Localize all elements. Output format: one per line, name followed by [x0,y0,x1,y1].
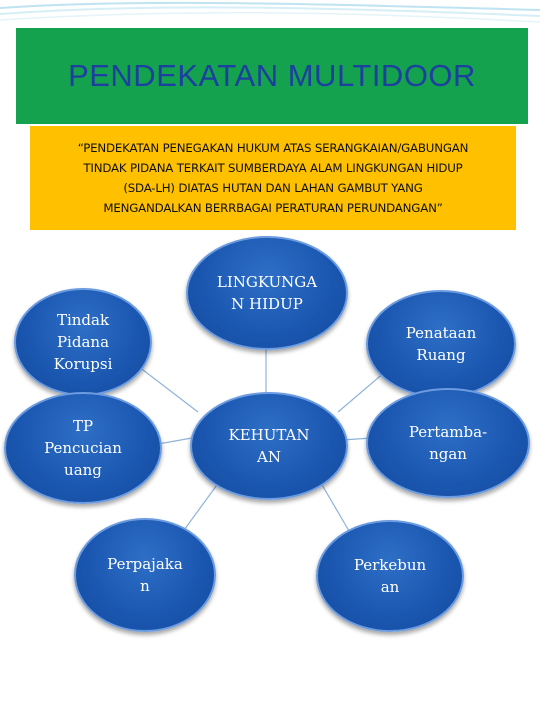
definition-text: “PENDEKATAN PENEGAKAN HUKUM ATAS SERANGK… [33,138,513,218]
node-kehutanan: KEHUTAN AN [190,392,348,500]
node-label: Pertamba- [408,423,488,441]
node-pertambangan: Pertamba- ngan [366,388,530,498]
connector-kehutanan-perkebunan [317,477,353,537]
node-label: TP [72,417,94,435]
node-label: N HIDUP [231,295,303,313]
node-penataan-ruang: Penataan Ruang [366,290,516,398]
node-perpajakan: Perpajaka n [74,518,216,632]
node-label: Penataan [405,324,477,342]
node-label: Perpajaka [107,555,183,573]
decorative-swoosh [0,1,540,23]
node-label: Pencucian [44,439,122,457]
node-label: an [380,578,400,596]
node-label: Perkebun [353,556,427,574]
node-label: ngan [429,445,467,463]
page-title: PENDEKATAN MULTIDOOR [68,58,476,93]
definition-line: “PENDEKATAN PENEGAKAN HUKUM ATAS SERANGK… [77,141,469,155]
definition-box: “PENDEKATAN PENEGAKAN HUKUM ATAS SERANGK… [30,126,516,230]
node-perkebunan: Perkebun an [316,520,464,632]
definition-line: TINDAK PIDANA TERKAIT SUMBERDAYA ALAM LI… [83,161,463,175]
node-tp-pencucian-uang: TP Pencucian uang [4,392,162,504]
node-label: Tindak [56,311,110,329]
node-label: Pidana [56,333,110,351]
title-banner: PENDEKATAN MULTIDOOR [16,28,528,124]
node-label: n [140,577,150,595]
node-lingkungan-hidup: LINGKUNGA N HIDUP [186,236,348,350]
definition-line: MENGANDALKAN BERRBAGAI PERATURAN PERUNDA… [103,201,443,215]
node-label: Korupsi [53,355,113,373]
node-tindak-pidana-korupsi: Tindak Pidana Korupsi [14,288,152,396]
definition-line: (SDA-LH) DIATAS HUTAN DAN LAHAN GAMBUT Y… [123,181,423,195]
node-label: LINGKUNGA [216,273,318,291]
node-label: KEHUTAN [228,426,310,444]
node-label: Ruang [416,346,466,364]
node-label: uang [64,461,102,479]
connector-kehutanan-pencucian [157,437,193,445]
node-label: AN [257,448,281,466]
